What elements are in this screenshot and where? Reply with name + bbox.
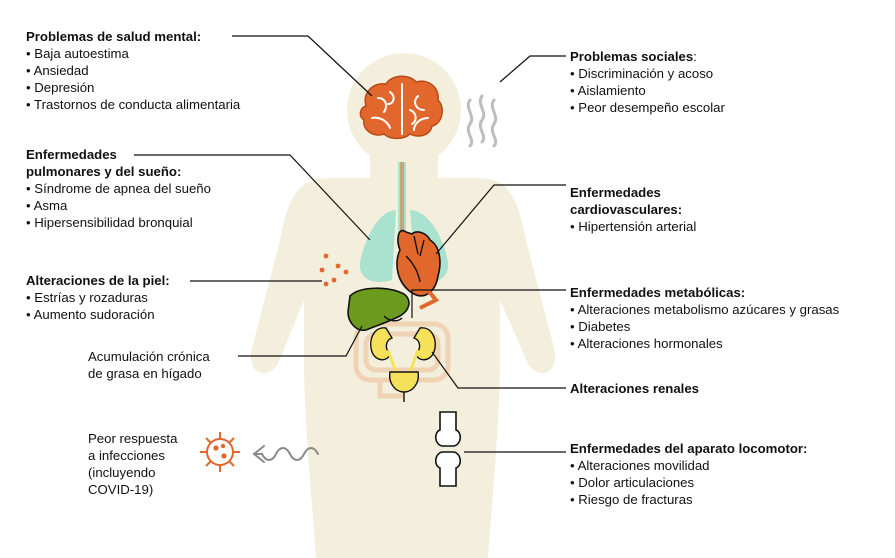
mental-health-block: Problemas de salud mental: Baja autoesti… bbox=[26, 28, 240, 113]
skin-title: Alteraciones de la piel: bbox=[26, 273, 170, 288]
infection-line4: COVID-19) bbox=[88, 482, 154, 497]
list-item: Discriminación y acoso bbox=[570, 65, 725, 82]
connector-lines bbox=[134, 35, 566, 453]
social-problems-block: Problemas sociales: Discriminación y aco… bbox=[570, 48, 725, 116]
list-item: Riesgo de fracturas bbox=[570, 491, 807, 508]
renal-title: Alteraciones renales bbox=[570, 381, 700, 396]
cardio-title-line1: Enfermedades bbox=[570, 185, 661, 200]
list-item: Síndrome de apnea del sueño bbox=[26, 180, 211, 197]
metabolic-title: Enfermedades metabólicas: bbox=[570, 285, 746, 300]
skin-block: Alteraciones de la piel: Estrías y rozad… bbox=[26, 272, 170, 323]
list-item: Asma bbox=[26, 197, 211, 214]
cardio-block: Enfermedades cardiovasculares: Hipertens… bbox=[570, 184, 696, 235]
social-problems-title: Problemas sociales bbox=[570, 49, 694, 64]
connector-cardio bbox=[435, 184, 566, 255]
list-item: Aumento sudoración bbox=[26, 306, 170, 323]
connector-pulmonary bbox=[134, 154, 371, 241]
list-item: Hipertensión arterial bbox=[570, 218, 696, 235]
list-item: Hipersensibilidad bronquial bbox=[26, 214, 211, 231]
wavy-arrow-icon bbox=[252, 445, 319, 463]
intestine-icon bbox=[353, 321, 451, 399]
list-item: Depresión bbox=[26, 79, 240, 96]
list-item: Alteraciones movilidad bbox=[570, 457, 807, 474]
skin-dots-icon bbox=[319, 253, 349, 287]
heart-icon bbox=[396, 229, 441, 310]
list-item: Baja autoestima bbox=[26, 45, 240, 62]
list-item: Peor desempeño escolar bbox=[570, 99, 725, 116]
pulmonary-title-line2: pulmonares y del sueño: bbox=[26, 164, 182, 179]
list-item: Diabetes bbox=[570, 318, 839, 335]
connector-liver bbox=[238, 325, 363, 357]
pulmonary-block: Enfermedades pulmonares y del sueño: Sín… bbox=[26, 146, 211, 231]
liver-fat-label: Acumulación crónica de grasa en hígado bbox=[88, 348, 210, 382]
list-item: Ansiedad bbox=[26, 62, 240, 79]
mental-health-title: Problemas de salud mental: bbox=[26, 29, 202, 44]
cardio-title-line2: cardiovasculares: bbox=[570, 202, 683, 217]
heat-wave-icon bbox=[466, 94, 498, 148]
connector-metabolic bbox=[411, 289, 566, 318]
liver-fat-line1: Acumulación crónica bbox=[88, 349, 210, 364]
connector-mental bbox=[232, 35, 373, 97]
list-item: Dolor articulaciones bbox=[570, 474, 807, 491]
infection-line3: (incluyendo bbox=[88, 465, 156, 480]
list-item: Aislamiento bbox=[570, 82, 725, 99]
pulmonary-title-line1: Enfermedades bbox=[26, 147, 117, 162]
virus-icon bbox=[200, 432, 240, 472]
list-item: Estrías y rozaduras bbox=[26, 289, 170, 306]
infection-line1: Peor respuesta bbox=[88, 431, 178, 446]
liver-fat-line2: de grasa en hígado bbox=[88, 366, 202, 381]
social-title-suffix: : bbox=[693, 49, 697, 64]
infection-label: Peor respuesta a infecciones (incluyendo… bbox=[88, 430, 177, 498]
bone-joint-icon bbox=[434, 411, 462, 487]
metabolic-block: Enfermedades metabólicas: Alteraciones m… bbox=[570, 284, 839, 352]
locomotor-block: Enfermedades del aparato locomotor: Alte… bbox=[570, 440, 807, 508]
connector-renal bbox=[431, 351, 566, 389]
renal-block: Alteraciones renales bbox=[570, 380, 699, 397]
brain-icon bbox=[359, 75, 444, 140]
list-item: Alteraciones metabolismo azúcares y gras… bbox=[570, 301, 840, 318]
list-item: Trastornos de conducta alimentaria bbox=[26, 96, 240, 113]
list-item: Alteraciones hormonales bbox=[570, 335, 839, 352]
kidneys-icon bbox=[370, 327, 436, 402]
infection-line2: a infecciones bbox=[88, 448, 165, 463]
locomotor-title: Enfermedades del aparato locomotor: bbox=[570, 441, 808, 456]
connector-social bbox=[499, 55, 566, 83]
liver-icon bbox=[347, 287, 410, 332]
